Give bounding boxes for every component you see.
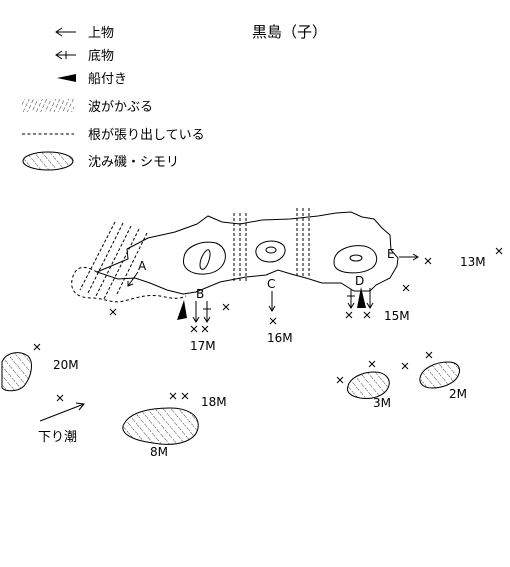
submerged-rock-8m	[122, 407, 199, 445]
wave-swept-gap	[233, 208, 310, 283]
boat-d-icon	[357, 287, 366, 308]
wave-swept-west	[79, 221, 148, 300]
legend-label-bottom-fish: 底物	[88, 48, 114, 64]
submerged-rock-2m	[419, 361, 461, 389]
x-marks	[33, 247, 503, 402]
island	[71, 208, 399, 303]
depth-southwest: 18M	[201, 395, 227, 409]
depth-c: 16M	[267, 331, 293, 345]
depth-d: 15M	[384, 309, 410, 323]
legend-label-submerged-rock: 沈み磯・シモリ	[88, 155, 179, 170]
arrow-e-icon	[399, 253, 419, 261]
depth-rock-2m: 2M	[449, 387, 467, 401]
map-title: 黒島（子）	[252, 23, 327, 41]
arrow-d-icon	[347, 288, 374, 309]
arrow-b-icon	[192, 301, 211, 323]
point-c: C	[267, 277, 275, 291]
boat-b-icon	[177, 300, 187, 320]
submerged-rock-west	[1, 352, 32, 392]
depth-b: 17M	[190, 339, 216, 353]
point-b: B	[196, 287, 204, 301]
arrow-a-icon	[127, 271, 139, 287]
legend: 上物 底物 船付き 波がかぶる 根が張り出している 沈み磯・シモリ	[22, 26, 205, 171]
depth-rock-8m: 8M	[150, 445, 168, 459]
point-d: D	[355, 274, 364, 288]
point-a: A	[138, 259, 147, 273]
wave-hatch-icon	[22, 99, 74, 112]
current-arrow-icon	[39, 402, 85, 422]
depth-e: 13M	[460, 255, 486, 269]
arrow-c-icon	[268, 291, 276, 312]
submerged-rock-icon	[22, 151, 74, 171]
legend-label-top-fish: 上物	[88, 26, 114, 41]
submerged-rock-3m	[347, 371, 390, 399]
point-e: E	[387, 247, 395, 261]
legend-label-waves: 波がかぶる	[88, 100, 153, 115]
legend-label-reef: 根が張り出している	[88, 128, 205, 143]
boat-wedge-icon	[57, 74, 76, 82]
arrow-left-icon	[55, 27, 76, 37]
legend-label-boat: 船付き	[88, 72, 127, 87]
current-label: 下り潮	[38, 430, 77, 445]
arrow-left-dash-icon	[55, 50, 76, 60]
depth-west: 20M	[53, 358, 79, 372]
depth-rock-3m: 3M	[373, 396, 391, 410]
